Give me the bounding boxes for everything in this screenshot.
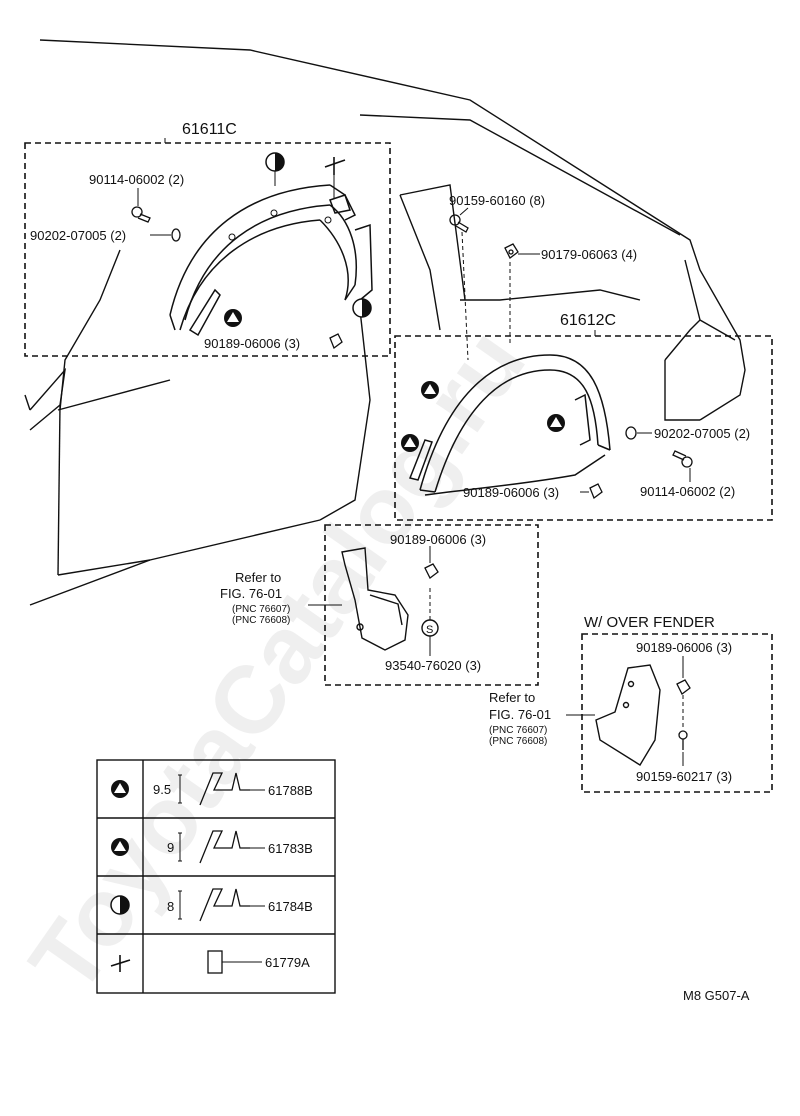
center-screw-label: 90159-60160 (8) (449, 193, 545, 208)
legend-dim: 9 (167, 840, 174, 855)
legend-row: 9 61783B (111, 830, 313, 864)
left-wheel-arch (169, 184, 373, 337)
right-wheel-arch (408, 354, 611, 496)
over-fender-screw-label: 90159-60217 (3) (636, 769, 732, 784)
left-arch-hole (270, 209, 278, 217)
half-circle-icon (352, 298, 372, 318)
cross-mark-icon (110, 955, 131, 972)
half-circle-icon (265, 152, 285, 172)
triangle-circle-icon (547, 414, 565, 432)
half-circle-icon (110, 895, 130, 915)
right-bolt-label: 90114-06002 (2) (640, 484, 735, 499)
refer-text-2: Refer to (489, 690, 535, 705)
assembly-box-61612c (394, 335, 773, 521)
nut-icon (504, 243, 519, 259)
right-washer-label: 90202-07005 (2) (654, 426, 750, 441)
over-fender-box (581, 633, 773, 793)
pnc-2a: (PNC 76607) (489, 725, 547, 736)
mudguard-part (341, 547, 409, 651)
refer-text-1: Refer to (235, 570, 281, 585)
legend-row: 61779A (110, 950, 310, 974)
pnc-1a: (PNC 76607) (232, 604, 290, 615)
mudguard-rivet-label: 93540-76020 (3) (385, 658, 481, 673)
bolt-icon (131, 206, 151, 223)
triangle-circle-icon (401, 434, 419, 452)
center-nut-label: 90179-06063 (4) (541, 247, 637, 262)
refer-fig-2: FIG. 76-01 (489, 707, 551, 722)
right-clip-label: 90189-06006 (3) (463, 485, 559, 500)
clip-icon (424, 563, 439, 579)
svg-text:S: S (426, 624, 433, 636)
washer-icon (171, 228, 181, 242)
cross-mark-icon (324, 157, 346, 175)
legend-part: 61779A (265, 955, 310, 970)
left-clip-label: 90189-06006 (3) (204, 336, 300, 351)
car-body-outline (24, 39, 746, 606)
rivet-icon: S (421, 619, 439, 637)
guide-lines (429, 231, 684, 728)
over-fender-mudguard (595, 664, 661, 766)
legend-part: 61788B (268, 783, 313, 798)
mudguard-clip-label: 90189-06006 (3) (390, 532, 486, 547)
left-bolt-label: 90114-06002 (2) (89, 172, 184, 187)
triangle-circle-icon (111, 838, 129, 856)
assembly-label-61611c: 61611C (182, 121, 237, 138)
legend-table (96, 759, 336, 994)
triangle-circle-icon (224, 309, 242, 327)
clip-icon (676, 679, 691, 695)
legend-row: 8 61784B (110, 888, 313, 922)
legend-part: 61783B (268, 841, 313, 856)
legend-row: 9.5 61788B (111, 772, 313, 806)
legend-clip-shape (207, 950, 223, 974)
left-arch-hole (324, 216, 332, 224)
left-washer-label: 90202-07005 (2) (30, 228, 126, 243)
triangle-circle-icon (421, 381, 439, 399)
bolt-icon (672, 450, 693, 468)
screw-icon (678, 730, 688, 750)
refer-fig-1: FIG. 76-01 (220, 586, 282, 601)
pnc-2b: (PNC 76608) (489, 736, 547, 747)
assembly-label-61612c: 61612C (560, 312, 616, 329)
legend-dim: 8 (167, 899, 174, 914)
clip-icon (329, 333, 343, 350)
over-fender-title: W/ OVER FENDER (584, 614, 715, 631)
pnc-1b: (PNC 76608) (232, 615, 290, 626)
legend-part: 61784B (268, 899, 313, 914)
figure-code: M8 G507-A (683, 988, 750, 1003)
screw-icon (449, 214, 469, 233)
clip-icon (589, 483, 603, 500)
assembly-box-61611c (24, 142, 391, 357)
left-arch-hole (228, 233, 236, 241)
washer-icon (625, 426, 637, 440)
over-fender-clip-label: 90189-06006 (3) (636, 640, 732, 655)
triangle-circle-icon (111, 780, 129, 798)
legend-dim: 9.5 (153, 782, 171, 797)
